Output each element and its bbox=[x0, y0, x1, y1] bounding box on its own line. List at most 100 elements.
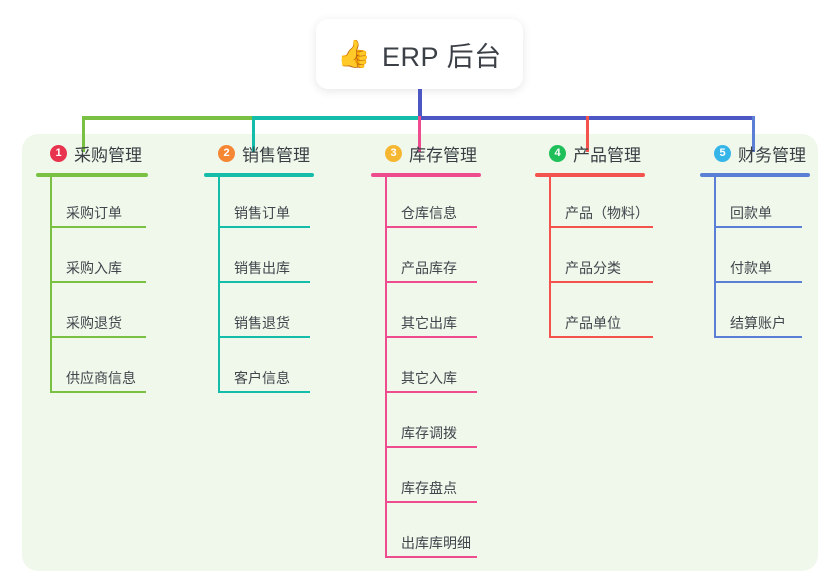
list-item-rule bbox=[385, 446, 477, 448]
list-item-rule bbox=[385, 281, 477, 283]
list-item-rule bbox=[50, 391, 146, 393]
list-item-rule bbox=[218, 281, 310, 283]
column-header-sales[interactable]: 2 销售管理 bbox=[204, 140, 314, 166]
column-number-badge: 3 bbox=[385, 144, 402, 162]
list-item[interactable]: 供应商信息 bbox=[36, 342, 148, 397]
list-item[interactable]: 产品单位 bbox=[535, 287, 653, 342]
list-item[interactable]: 采购退货 bbox=[36, 287, 148, 342]
drop-inventory bbox=[418, 116, 421, 152]
list-item-label: 采购订单 bbox=[66, 205, 122, 221]
column-finance: 5 财务管理回款单付款单结算账户 bbox=[700, 140, 810, 342]
column-header-product[interactable]: 4 产品管理 bbox=[535, 140, 645, 166]
list-item[interactable]: 结算账户 bbox=[700, 287, 810, 342]
column-title: 产品管理 bbox=[573, 145, 641, 165]
list-item-rule bbox=[385, 391, 477, 393]
list-item[interactable]: 出库库明细 bbox=[371, 507, 481, 562]
list-item-rule bbox=[549, 336, 653, 338]
list-item[interactable]: 产品分类 bbox=[535, 232, 653, 287]
column-spine bbox=[50, 177, 52, 393]
list-item[interactable]: 销售退货 bbox=[204, 287, 314, 342]
drop-product bbox=[586, 116, 589, 152]
drop-finance bbox=[752, 116, 755, 152]
column-title: 库存管理 bbox=[409, 145, 477, 165]
column-number-badge: 4 bbox=[549, 144, 566, 162]
list-item-rule bbox=[50, 336, 146, 338]
list-item[interactable]: 采购订单 bbox=[36, 177, 148, 232]
column-number-badge: 2 bbox=[218, 144, 235, 162]
list-item-label: 供应商信息 bbox=[66, 370, 136, 386]
list-item-rule bbox=[385, 501, 477, 503]
thumbs-up-icon: 👍 bbox=[337, 38, 372, 69]
column-title: 销售管理 bbox=[242, 145, 310, 165]
list-item[interactable]: 其它出库 bbox=[371, 287, 481, 342]
list-item[interactable]: 回款单 bbox=[700, 177, 810, 232]
list-item-rule bbox=[218, 391, 310, 393]
list-item-label: 采购入库 bbox=[66, 260, 122, 276]
list-item[interactable]: 销售订单 bbox=[204, 177, 314, 232]
list-item-label: 付款单 bbox=[730, 260, 772, 276]
column-inventory: 3 库存管理仓库信息产品库存其它出库其它入库库存调拨库存盘点出库库明细 bbox=[371, 140, 481, 562]
list-item[interactable]: 库存盘点 bbox=[371, 452, 481, 507]
list-item-rule bbox=[714, 336, 802, 338]
list-item-rule bbox=[50, 281, 146, 283]
column-items-purchasing: 采购订单采购入库采购退货供应商信息 bbox=[36, 177, 148, 397]
column-number-badge: 5 bbox=[714, 144, 731, 162]
root-node[interactable]: 👍 ERP 后台 bbox=[316, 19, 523, 89]
list-item-label: 销售退货 bbox=[234, 315, 290, 331]
list-item[interactable]: 产品（物料） bbox=[535, 177, 653, 232]
list-item-label: 库存盘点 bbox=[401, 480, 457, 496]
list-item-label: 其它出库 bbox=[401, 315, 457, 331]
list-item[interactable]: 销售出库 bbox=[204, 232, 314, 287]
list-item-rule bbox=[549, 281, 653, 283]
column-items-sales: 销售订单销售出库销售退货客户信息 bbox=[204, 177, 314, 397]
list-item-label: 库存调拨 bbox=[401, 425, 457, 441]
list-item-rule bbox=[385, 336, 477, 338]
column-header-finance[interactable]: 5 财务管理 bbox=[700, 140, 810, 166]
list-item[interactable]: 仓库信息 bbox=[371, 177, 481, 232]
list-item-label: 产品库存 bbox=[401, 260, 457, 276]
list-item[interactable]: 库存调拨 bbox=[371, 397, 481, 452]
root-title: ERP 后台 bbox=[382, 41, 502, 72]
list-item-rule bbox=[714, 226, 802, 228]
bus-segment-teal bbox=[252, 116, 420, 120]
column-sales: 2 销售管理销售订单销售出库销售退货客户信息 bbox=[204, 140, 314, 397]
list-item[interactable]: 其它入库 bbox=[371, 342, 481, 397]
column-spine bbox=[385, 177, 387, 558]
list-item[interactable]: 采购入库 bbox=[36, 232, 148, 287]
diagram-panel bbox=[22, 134, 818, 571]
list-item[interactable]: 客户信息 bbox=[204, 342, 314, 397]
list-item[interactable]: 付款单 bbox=[700, 232, 810, 287]
list-item-label: 结算账户 bbox=[730, 315, 786, 331]
column-header-rule bbox=[371, 173, 481, 177]
column-spine bbox=[714, 177, 716, 338]
list-item-rule bbox=[50, 226, 146, 228]
list-item[interactable]: 产品库存 bbox=[371, 232, 481, 287]
list-item-label: 其它入库 bbox=[401, 370, 457, 386]
list-item-label: 仓库信息 bbox=[401, 205, 457, 221]
column-header-rule bbox=[535, 173, 645, 177]
column-items-inventory: 仓库信息产品库存其它出库其它入库库存调拨库存盘点出库库明细 bbox=[371, 177, 481, 562]
list-item-label: 回款单 bbox=[730, 205, 772, 221]
column-number-badge: 1 bbox=[50, 144, 67, 162]
column-header-rule bbox=[36, 173, 148, 177]
list-item-rule bbox=[385, 226, 477, 228]
drop-sales bbox=[252, 116, 255, 152]
column-header-rule bbox=[700, 173, 810, 177]
list-item-label: 产品单位 bbox=[565, 315, 621, 331]
list-item-label: 销售订单 bbox=[234, 205, 290, 221]
list-item-label: 产品（物料） bbox=[565, 205, 649, 221]
bus-segment-green bbox=[82, 116, 252, 120]
list-item-label: 客户信息 bbox=[234, 370, 290, 386]
column-header-inventory[interactable]: 3 库存管理 bbox=[371, 140, 481, 166]
list-item-rule bbox=[385, 556, 477, 558]
root-trunk-connector bbox=[418, 89, 422, 117]
list-item-label: 产品分类 bbox=[565, 260, 621, 276]
list-item-rule bbox=[218, 336, 310, 338]
column-title: 财务管理 bbox=[738, 145, 806, 165]
list-item-rule bbox=[218, 226, 310, 228]
column-spine bbox=[218, 177, 220, 393]
list-item-label: 销售出库 bbox=[234, 260, 290, 276]
